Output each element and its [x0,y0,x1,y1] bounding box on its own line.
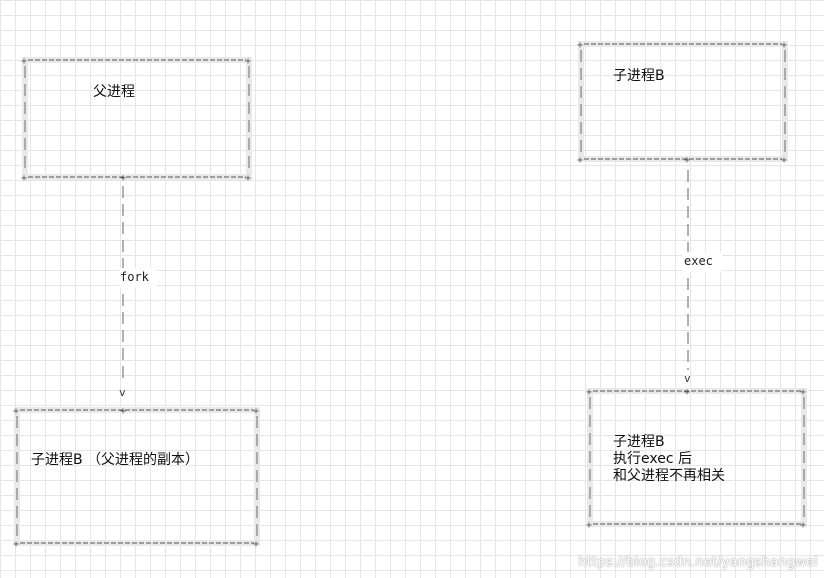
fork-label-bg [119,268,157,288]
svg-text:+: + [800,520,806,531]
svg-text:+: + [245,173,251,184]
svg-text:+: + [13,539,19,550]
parent-process-label: 父进程 [93,84,135,100]
svg-text:+: + [577,155,583,166]
svg-text:+: + [13,406,19,417]
svg-text:+: + [253,406,259,417]
svg-text:+: + [781,40,787,51]
child-process-copy-label: 子进程B （父进程的副本） [31,452,200,468]
svg-text:+: + [245,56,251,67]
svg-text:+: + [684,155,690,166]
svg-text:+: + [684,387,690,398]
child-exec-line3: 和父进程不再相关 [613,468,725,484]
svg-text:+: + [577,40,583,51]
parent-box-frame: + + + + + [21,56,252,184]
svg-text:+: + [120,173,126,184]
fork-edge-label: fork [120,270,149,284]
child-top-right-box-frame: + + + + + [577,40,788,166]
svg-text:+: + [21,56,27,67]
child-bottom-left-box-frame: + + + + + [13,406,260,550]
svg-text:+: + [800,387,806,398]
exec-label-bg [682,252,722,272]
svg-text:+: + [781,155,787,166]
svg-text:+: + [120,406,126,417]
svg-text:+: + [586,387,592,398]
fork-arrowhead: v [119,386,126,399]
child-exec-line1: 子进程B [613,434,665,450]
svg-text:+: + [21,173,27,184]
child-process-top-label: 子进程B [613,68,665,84]
svg-text:+: + [586,520,592,531]
exec-arrowhead: v [684,372,691,385]
svg-text:+: + [253,539,259,550]
child-exec-line2: 执行exec 后 [613,451,692,467]
exec-edge-label: exec [684,254,713,268]
watermark-text: https://blog.csdn.net/yangshangwei [578,555,818,570]
child-bottom-right-box-frame: + + + + + [586,387,807,531]
